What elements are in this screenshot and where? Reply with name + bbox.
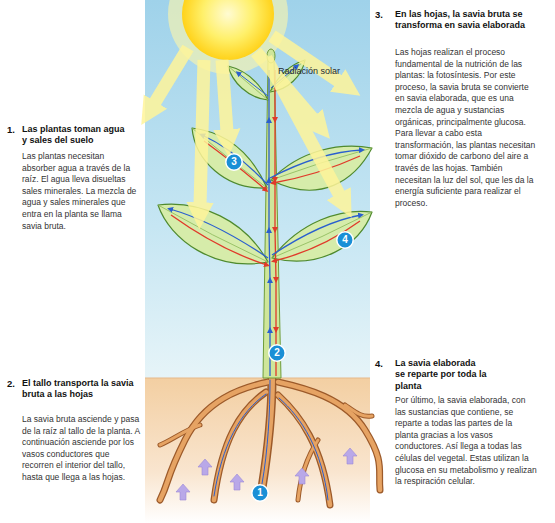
sun-rays bbox=[154, 36, 340, 205]
roots bbox=[160, 378, 380, 505]
ground-line bbox=[145, 378, 370, 379]
root-outline bbox=[278, 395, 330, 505]
phloem-line bbox=[204, 141, 266, 190]
water-arrow bbox=[198, 459, 212, 475]
callout-circle: 4 bbox=[336, 231, 354, 249]
callout-circle: 1 bbox=[251, 484, 269, 502]
xylem-line bbox=[170, 209, 268, 258]
step-heading: Las plantas toman agua y sales del suelo bbox=[22, 124, 128, 147]
water-arrow bbox=[176, 484, 190, 500]
root-xylem bbox=[214, 394, 266, 496]
caption-label: Radiación solar bbox=[278, 66, 368, 77]
leaves bbox=[158, 60, 372, 264]
phloem-line bbox=[275, 70, 276, 376]
plant-stem bbox=[263, 60, 281, 378]
root-fill bbox=[278, 382, 380, 490]
leaf-midrib bbox=[228, 66, 268, 100]
callout-number: 3 bbox=[231, 157, 237, 167]
root-outline bbox=[160, 382, 268, 500]
water-arrow bbox=[295, 468, 309, 484]
phloem-line bbox=[274, 221, 360, 261]
step-body: La savia bruta asciende y pasa de la raí… bbox=[22, 414, 140, 484]
phloem-line bbox=[171, 215, 267, 265]
root-outline bbox=[214, 392, 266, 500]
leaf-midrib bbox=[272, 212, 372, 258]
sun-ray bbox=[200, 60, 204, 205]
root-xylem bbox=[279, 398, 328, 500]
callout-number: 1 bbox=[257, 488, 263, 498]
callout-circle: 3 bbox=[225, 153, 243, 171]
leaf bbox=[158, 204, 268, 264]
step-body: Las plantas necesitan absorber agua a tr… bbox=[22, 151, 140, 232]
callout-disc bbox=[226, 154, 242, 170]
root-outline bbox=[160, 425, 200, 445]
sun-ray bbox=[222, 60, 227, 132]
step-number: 4. bbox=[375, 358, 393, 369]
root-outline bbox=[278, 382, 380, 490]
step-number: 3. bbox=[375, 9, 393, 20]
step-body: Por último, la savia elaborada, con las … bbox=[395, 395, 537, 488]
step-heading: El tallo transporta la savia bruta a las… bbox=[22, 378, 147, 401]
leaf-midrib bbox=[158, 205, 268, 262]
sun-ray bbox=[154, 48, 188, 104]
leaf bbox=[272, 211, 372, 261]
root-fill bbox=[214, 392, 266, 500]
callout-number: 4 bbox=[342, 235, 348, 245]
callout-disc bbox=[269, 345, 285, 361]
callout-number: 2 bbox=[274, 348, 280, 358]
water-arrow bbox=[230, 474, 244, 490]
step-number: 1. bbox=[7, 124, 21, 135]
sun-ray bbox=[266, 58, 340, 196]
water-arrow bbox=[343, 448, 357, 464]
step-number: 2. bbox=[7, 378, 21, 389]
root-fill bbox=[160, 425, 200, 445]
root-fill bbox=[278, 395, 330, 505]
root-fill bbox=[160, 382, 268, 500]
leaf-midribs bbox=[158, 60, 372, 262]
step-heading: En las hojas, la savia bruta se transfor… bbox=[395, 9, 530, 32]
callout-disc bbox=[337, 232, 353, 248]
xylem-line bbox=[272, 215, 361, 255]
xylem-line bbox=[269, 70, 270, 376]
xylem-line bbox=[238, 73, 268, 96]
callout-circle: 2 bbox=[268, 344, 286, 362]
leaf bbox=[228, 66, 268, 100]
step-heading: La savia elaborada se reparte por toda l… bbox=[395, 358, 487, 392]
sky-panel bbox=[145, 0, 370, 378]
root-fill bbox=[345, 405, 372, 416]
callout-disc bbox=[252, 485, 268, 501]
xylem-line bbox=[202, 135, 268, 185]
step-body: Las hojas realizan el proceso fundamenta… bbox=[395, 47, 537, 209]
